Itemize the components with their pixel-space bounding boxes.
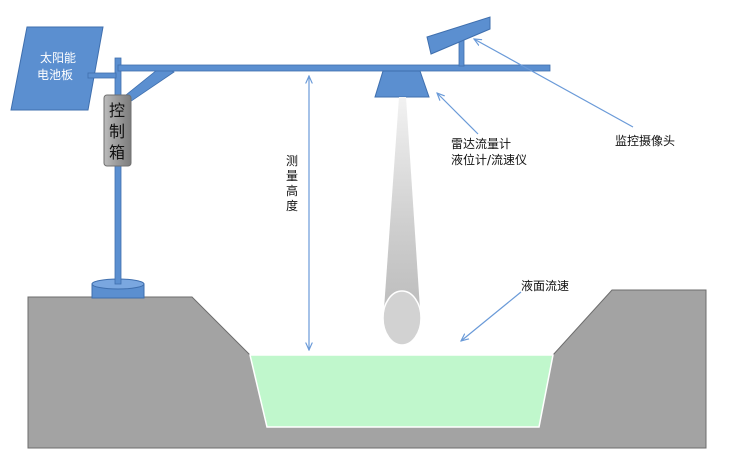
radar-sensor	[374, 70, 430, 98]
solar-panel-label-line1: 太阳能	[40, 50, 76, 65]
control-box-label-1: 控	[109, 101, 125, 120]
control-box-label-3: 箱	[109, 143, 125, 162]
solar-panel-label-line2: 电池板	[37, 68, 73, 82]
radar-label-line2: 液位计/流速仪	[451, 152, 527, 167]
solar-panel: 太阳能 电池板	[10, 26, 117, 111]
radar-callout-arrow	[437, 93, 479, 135]
water-surface	[249, 354, 554, 428]
control-box: 控 制 箱	[103, 94, 132, 167]
camera	[426, 16, 491, 67]
surface-speed-label: 液面流速	[521, 278, 569, 293]
camera-callout-arrow	[474, 39, 634, 128]
control-box-label-2: 制	[109, 122, 125, 141]
height-label-4: 度	[286, 198, 298, 213]
measurement-height-label: 测 量 高 度	[286, 154, 298, 213]
height-label-3: 高	[286, 183, 298, 198]
surface-speed-callout-arrow	[461, 291, 522, 341]
height-label-1: 测	[286, 154, 298, 168]
radar-beam	[382, 97, 422, 346]
radar-label-line1: 雷达流量计	[451, 137, 511, 151]
horizontal-crossarm	[117, 64, 551, 72]
vertical-pole	[114, 57, 122, 285]
height-label-2: 量	[286, 169, 298, 183]
camera-label: 监控摄像头	[615, 133, 675, 148]
